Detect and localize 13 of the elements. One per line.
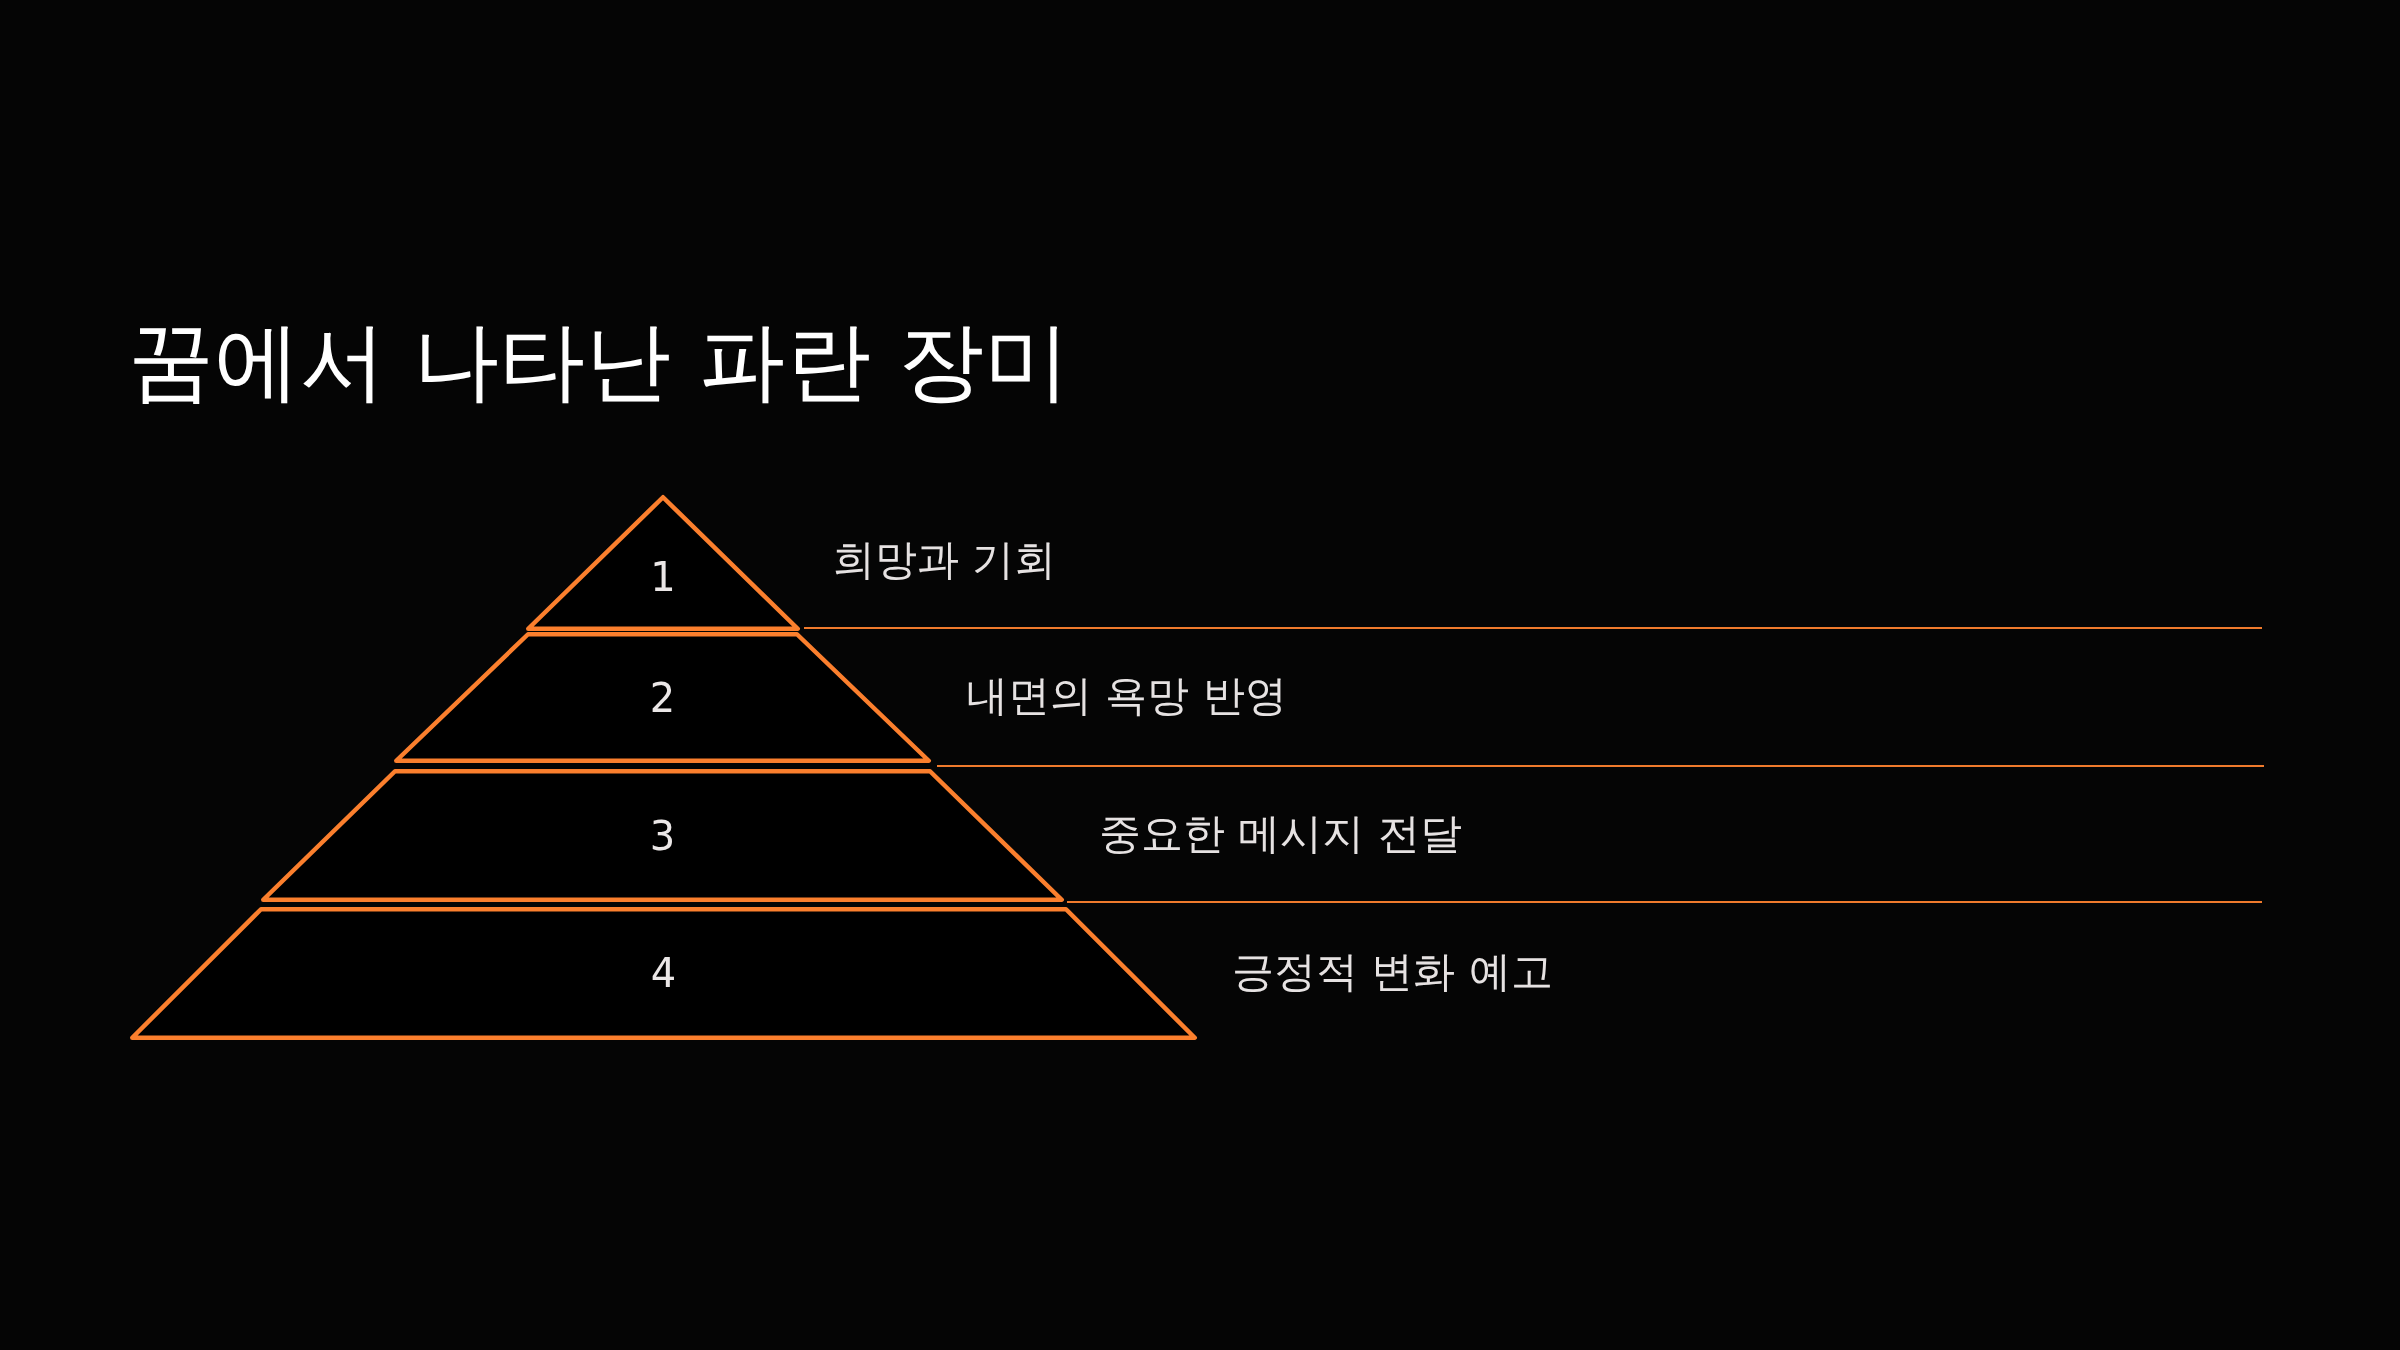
slide-title: 꿈에서 나타난 파란 장미 (128, 310, 1070, 413)
tier-caption: 내면의 욕망 반영 (966, 670, 1287, 722)
tier-caption: 중요한 메시지 전달 (1099, 808, 1462, 860)
pyramid-tier (394, 632, 931, 763)
pyramid-tier (526, 495, 800, 631)
pyramid-tier (130, 907, 1197, 1040)
tier-number: 1 (650, 553, 676, 601)
tier-number: 3 (649, 812, 676, 860)
tier-number: 4 (650, 949, 677, 997)
tier-caption: 긍정적 변화 예고 (1232, 946, 1553, 998)
tier-number: 2 (649, 674, 676, 722)
tier-caption: 희망과 기회 (833, 534, 1057, 586)
pyramid-tier (261, 769, 1064, 902)
